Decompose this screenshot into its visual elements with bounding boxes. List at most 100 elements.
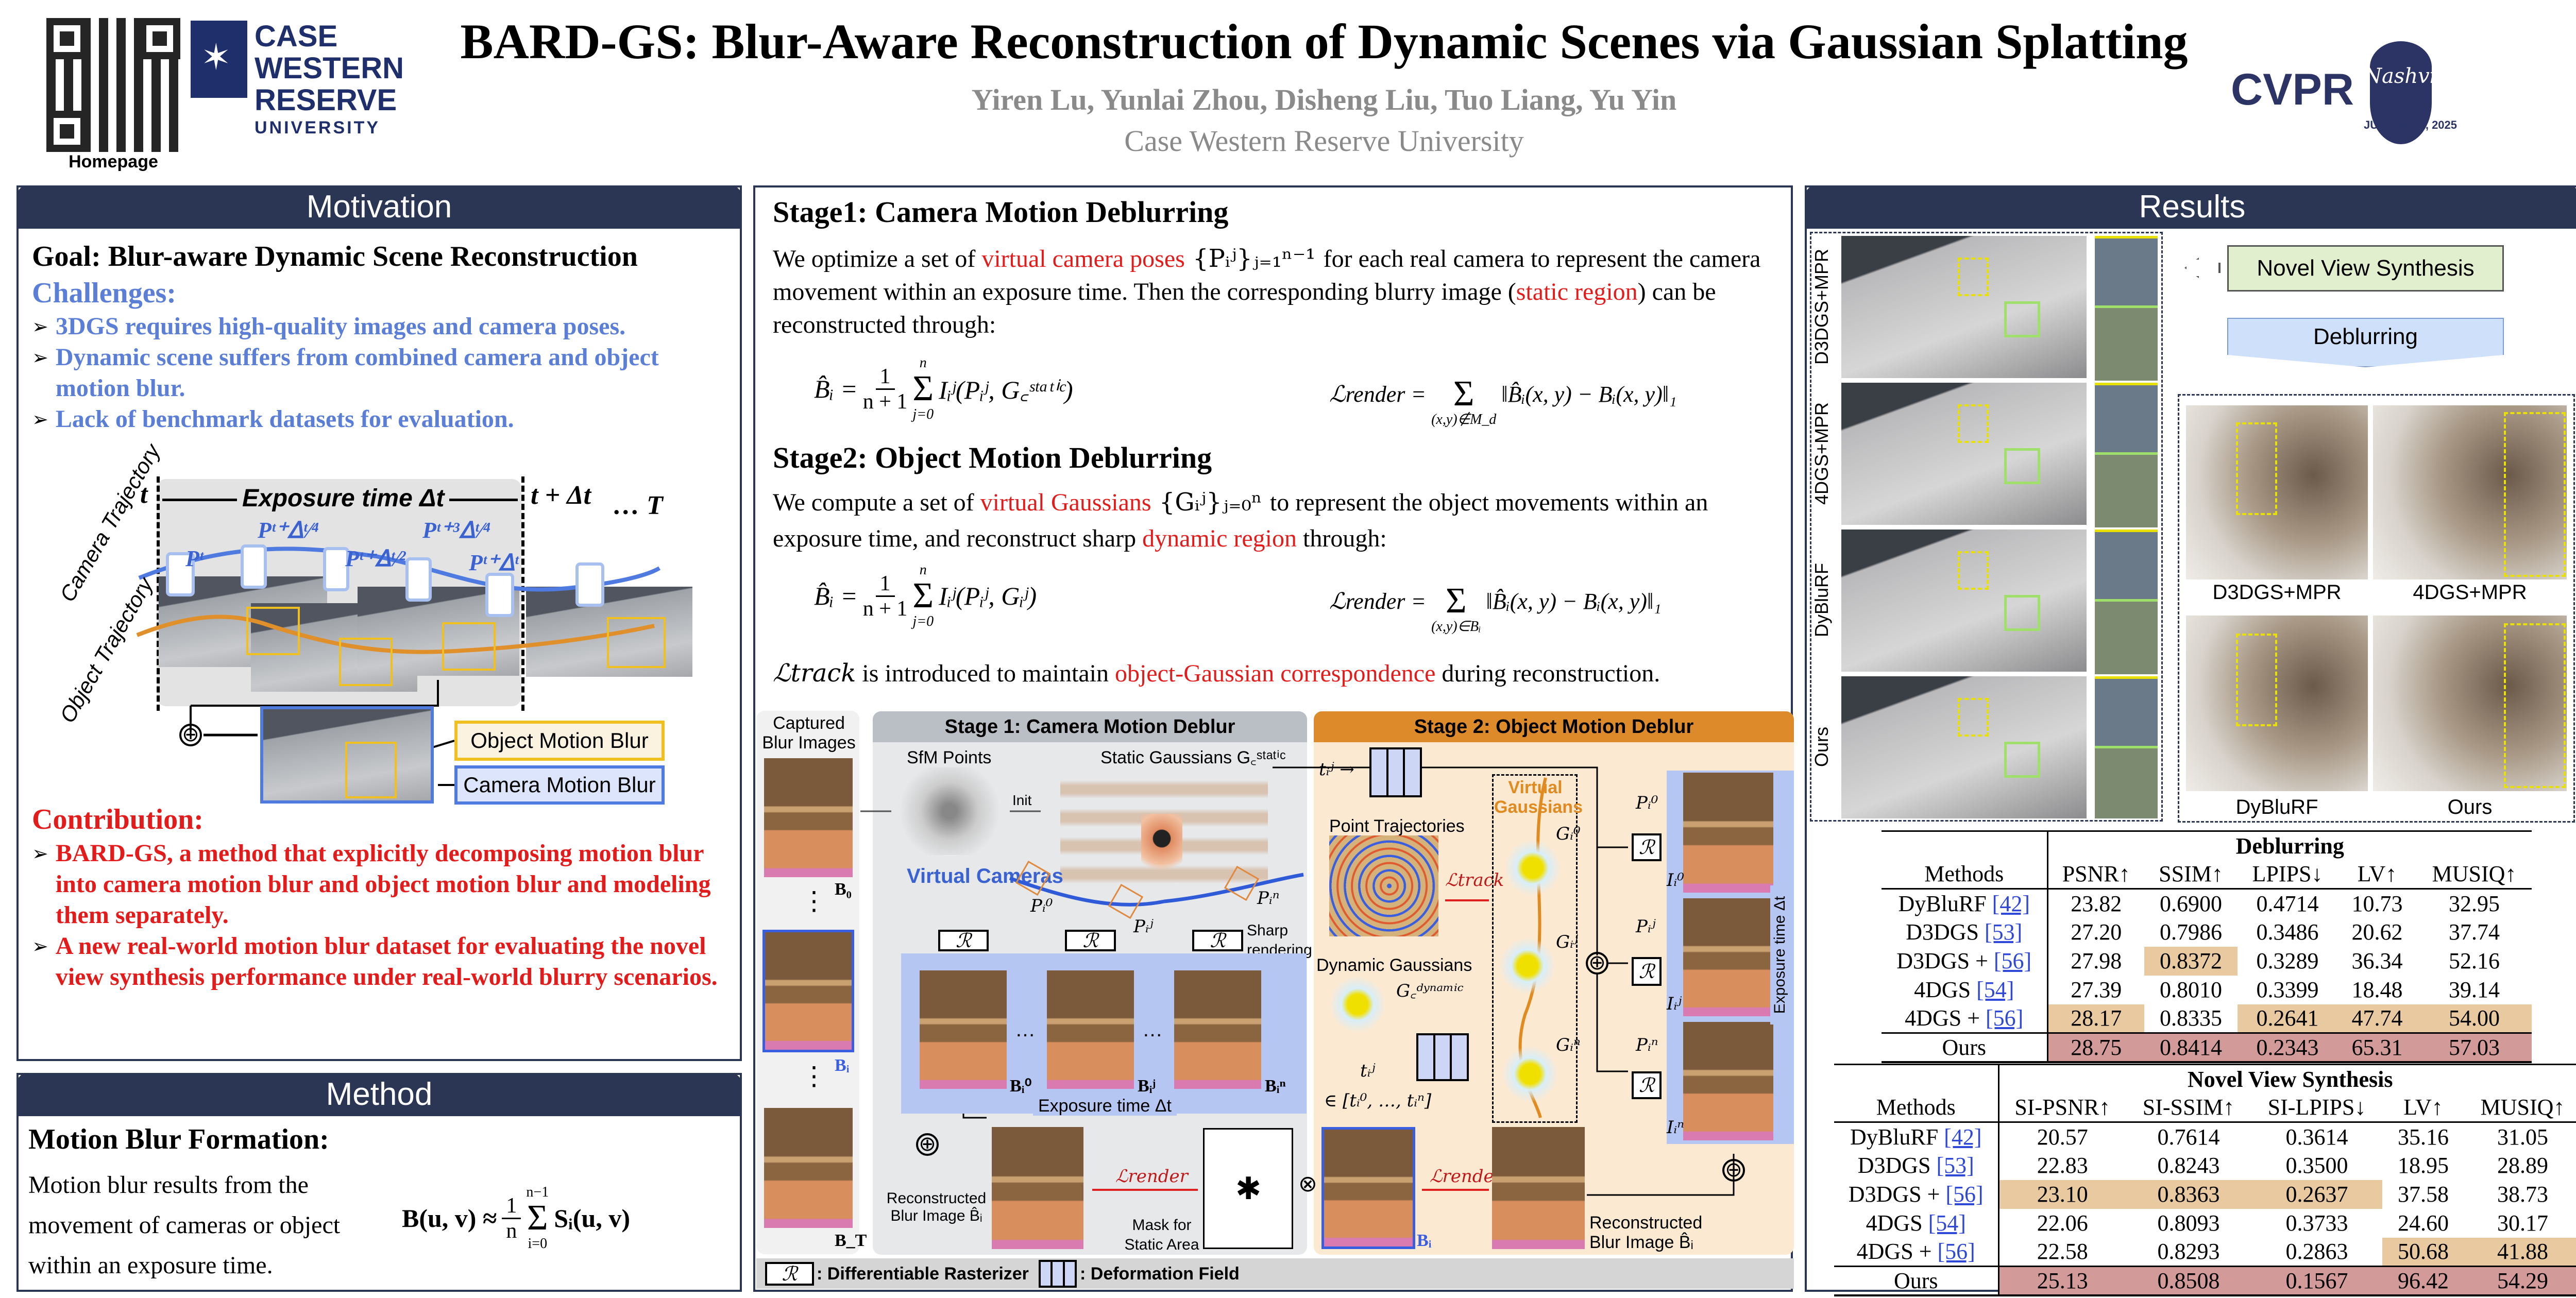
pose-label: Pᵗ⁺ᐃᵗ⁄⁴ <box>258 518 319 543</box>
citation-link[interactable]: [54] <box>1928 1210 1966 1236</box>
method-cell: DyBluRF [42] <box>1882 889 2048 918</box>
motivation-header: Motivation <box>16 185 742 229</box>
value-cell: 54.29 <box>2464 1266 2576 1295</box>
value-cell: 0.8093 <box>2157 1210 2220 1236</box>
citation-link[interactable]: [42] <box>1944 1124 1982 1150</box>
vertical-dots: ⋮ <box>801 1062 827 1090</box>
rasterizer-box: ℛ <box>938 930 989 951</box>
method-cell: D3DGS + [56] <box>1882 946 2048 976</box>
conference-logo-script: Nashville <box>2364 64 2462 88</box>
value-cell: 30.17 <box>2497 1210 2549 1236</box>
citation-link[interactable]: [54] <box>1976 977 2014 1002</box>
mask-star-icon: ✱ <box>1235 1172 1262 1206</box>
sharp-output-image <box>1683 1022 1773 1140</box>
rasterizer-box: ℛ <box>1632 957 1662 986</box>
vertical-dots: ⋮ <box>801 886 827 915</box>
value-cell: 39.14 <box>2449 977 2500 1002</box>
pose-label: Pᵗ⁺ᐃᵗ⁄² <box>345 546 406 571</box>
deblurring-label-box: Deblurring <box>2227 318 2504 367</box>
object-motion-blur-label: Object Motion Blur <box>454 721 665 761</box>
value-cell: 50.68 <box>2382 1237 2464 1267</box>
sharp-render-image <box>1174 970 1261 1089</box>
camera-icon <box>323 547 349 591</box>
method-name: Ours <box>1893 1268 1938 1293</box>
deformation-field-icon <box>1369 747 1422 797</box>
init-label: Init <box>1012 792 1032 808</box>
value-cell: 22.06 <box>2037 1210 2088 1236</box>
method-text: Motion blur results from the movement of… <box>28 1171 341 1279</box>
value-cell: 10.73 <box>2351 891 2403 916</box>
method-name: Ours <box>1942 1034 1987 1060</box>
value-cell: 18.95 <box>2398 1153 2449 1178</box>
captured-image-selected <box>762 930 854 1052</box>
method-cell: Ours <box>1834 1266 1999 1295</box>
pose-label: Pᵢⁿ <box>1636 1035 1658 1055</box>
value-cell: 20.62 <box>2351 919 2403 945</box>
value-cell: 32.95 <box>2449 891 2500 916</box>
row-label: D3DGS+MPR <box>1811 248 1832 365</box>
render-label: Bᵢⁿ <box>1265 1077 1286 1096</box>
value-cell: 28.89 <box>2497 1153 2549 1178</box>
sharp-render-image <box>1047 970 1134 1089</box>
qr-code[interactable] <box>46 18 180 152</box>
challenge-item: ➢Lack of benchmark datasets for evaluati… <box>32 404 733 435</box>
citation-link[interactable]: [56] <box>1993 948 2032 973</box>
method-name: DyBluRF <box>1850 1124 1939 1150</box>
column-header-methods: Methods <box>1882 860 2048 889</box>
qr-label: Homepage <box>69 152 158 172</box>
value-cell: 20.57 <box>2037 1124 2088 1150</box>
citation-link[interactable]: [56] <box>1945 1182 1984 1207</box>
value-cell: 0.8243 <box>2157 1153 2220 1178</box>
bullet-arrow-icon: ➢ <box>32 935 48 958</box>
sharp-render-image <box>920 970 1007 1089</box>
citation-link[interactable]: [56] <box>1986 1005 2024 1031</box>
output-label: Iᵢʲ <box>1667 994 1682 1014</box>
value-cell: 96.42 <box>2382 1266 2464 1295</box>
stage2-heading: Stage2: Object Motion Deblurring <box>773 441 1212 474</box>
camera-trajectory-curve <box>1009 873 1304 907</box>
column-header-methods: Methods <box>1834 1093 1999 1122</box>
results-header: Results <box>1805 185 2576 229</box>
conference-logo-text: CVPR <box>2231 65 2354 114</box>
horizontal-dots: … <box>1015 1018 1036 1041</box>
time-t-label: t <box>140 480 148 509</box>
stage2-loss-equation: ℒrender = Σ(x,y)∈Bᵢ ‖B̂ᵢ(x, y) − Bᵢ(x, y… <box>1329 581 1662 635</box>
citation-link[interactable]: [53] <box>1984 919 2023 945</box>
citation-link[interactable]: [56] <box>1937 1239 1975 1265</box>
pose-label: Pᵢ⁰ <box>1030 896 1053 916</box>
citation-link[interactable]: [42] <box>1992 891 2030 916</box>
logo-text: UNIVERSITY <box>255 118 381 138</box>
method-cell: D3DGS [53] <box>1834 1151 1999 1180</box>
value-cell: 0.7986 <box>2160 919 2222 945</box>
value-cell: 47.74 <box>2337 1004 2417 1033</box>
image-caption: DyBluRF <box>2235 796 2318 818</box>
contribution-item: ➢A new real-world motion blur dataset fo… <box>32 931 733 993</box>
value-cell: 57.03 <box>2417 1033 2532 1062</box>
object-bbox <box>339 638 393 686</box>
method-name: D3DGS + <box>1896 948 1988 973</box>
camera-icon <box>405 557 432 602</box>
value-cell: 0.3289 <box>2256 948 2319 973</box>
camera-icon <box>485 573 514 617</box>
rasterizer-legend-label: : Differentiable Rasterizer <box>817 1264 1029 1284</box>
pipeline-diagram: Stage 1: Camera Motion Deblur Stage 2: O… <box>752 706 1798 1293</box>
value-cell: 54.00 <box>2417 1004 2532 1033</box>
point-trajectories-label: Point Trajectories <box>1329 816 1465 836</box>
conference-dates: JUNE 11-15, 2025 <box>2364 118 2458 131</box>
gaussian-blob <box>1499 937 1556 994</box>
citation-link[interactable]: [53] <box>1936 1153 1974 1178</box>
value-cell: 35.16 <box>2398 1124 2449 1150</box>
value-cell: 0.6900 <box>2160 891 2222 916</box>
bT-label: B_T <box>835 1231 867 1250</box>
value-cell: 0.8293 <box>2157 1239 2220 1265</box>
static-gaussians-label: Static Gaussians G꜀ˢᵗᵃᵗⁱᶜ <box>1100 748 1286 767</box>
university-logo-mark <box>191 21 247 98</box>
value-cell: 27.39 <box>2071 977 2122 1002</box>
value-cell: 41.88 <box>2464 1237 2576 1267</box>
